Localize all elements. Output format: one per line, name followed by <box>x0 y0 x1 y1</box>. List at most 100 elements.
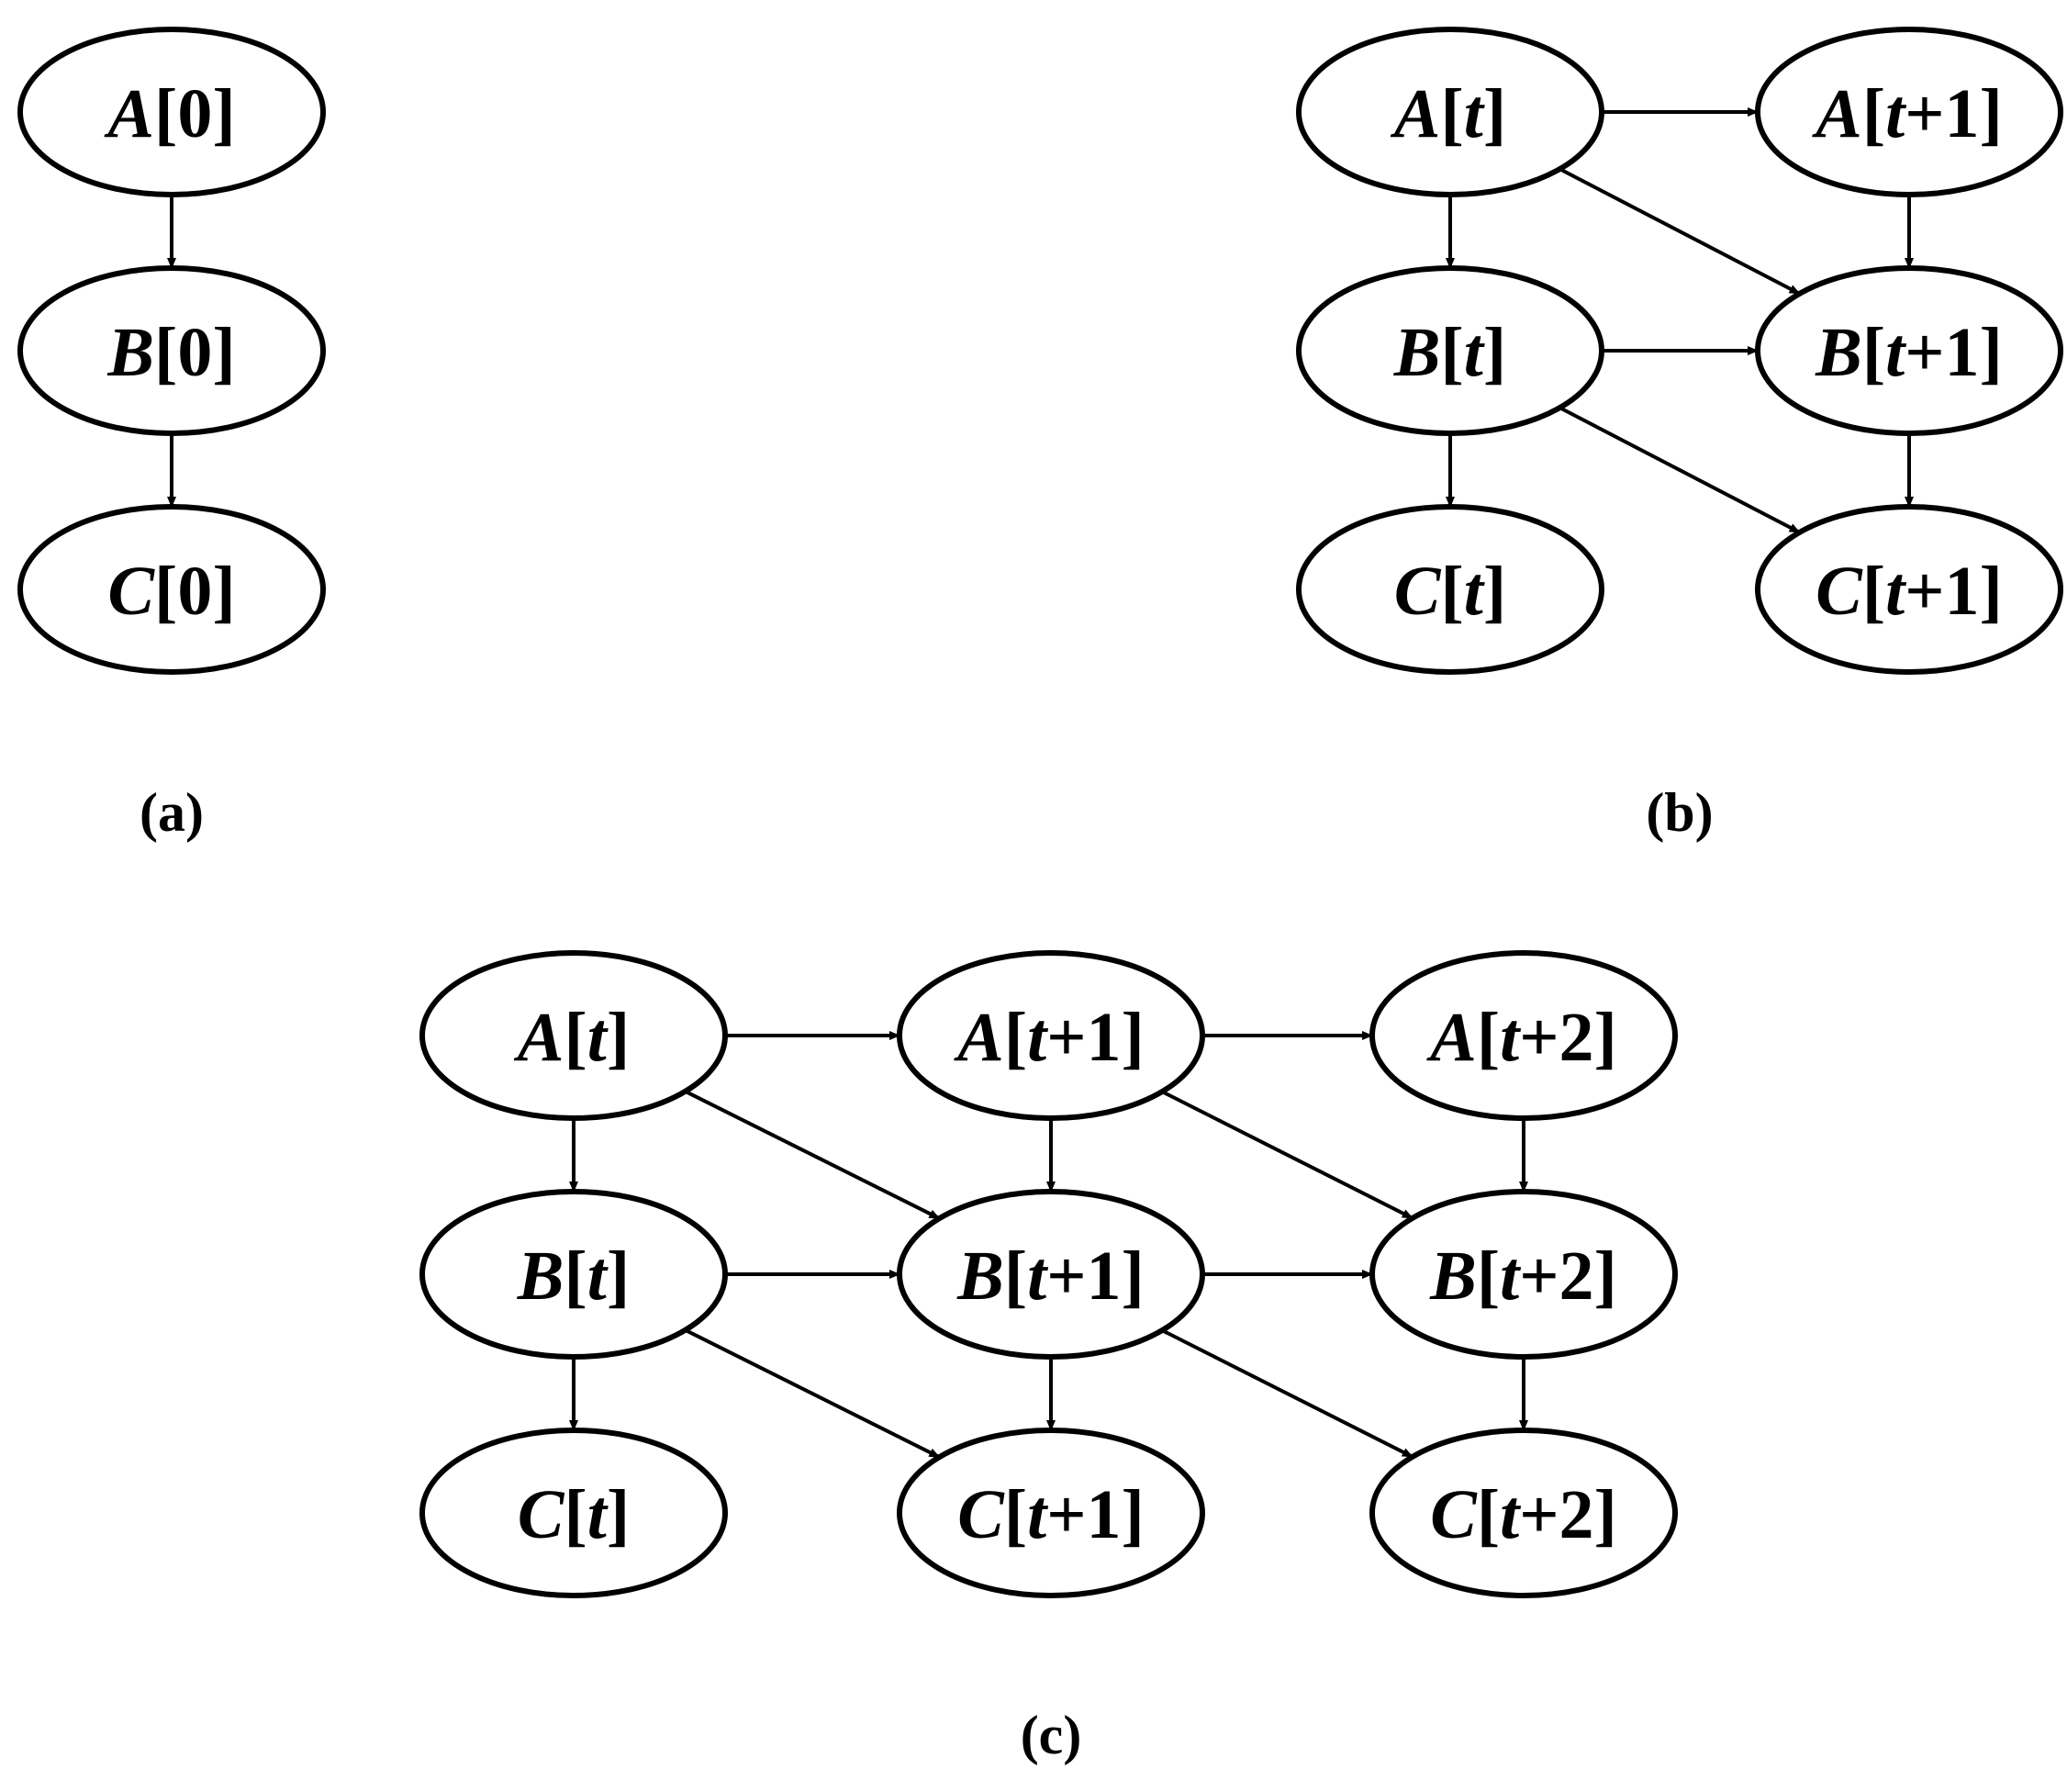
node-label: A[t] <box>1391 75 1506 152</box>
node-label: C[t] <box>518 1476 630 1553</box>
node-label-idx-t: t <box>1885 553 1907 630</box>
node-label-var: B <box>517 1238 564 1315</box>
node-label-idx-post: ] <box>1483 314 1506 391</box>
node-label: B[t+1] <box>956 1238 1145 1315</box>
edge-b-At-to-Bt1 <box>1559 167 1801 296</box>
node-a-A0: A[0] <box>17 27 326 197</box>
node-c-At: A[t] <box>419 950 728 1121</box>
node-label-idx-pre: [ <box>1004 999 1027 1076</box>
node-label: A[t] <box>514 999 630 1076</box>
node-label-idx-pre: [ <box>1862 75 1885 152</box>
node-label-var: A <box>1812 75 1862 152</box>
node-label-idx-t: t <box>1885 75 1907 152</box>
nodes-layer: A[0]B[0]C[0]A[t]B[t]C[t]A[t+1]B[t+1]C[t+… <box>17 27 2063 1598</box>
node-label: C[t+2] <box>1430 1476 1617 1553</box>
node-ellipse <box>1755 504 2063 675</box>
edge-b-Bt-to-Ct1 <box>1559 406 1801 534</box>
node-label-idx-pre: [ <box>1440 553 1463 630</box>
node-ellipse <box>1755 265 2063 436</box>
node-label-idx-pre: [ <box>1004 1476 1027 1553</box>
node-a-B0: B[0] <box>17 265 326 436</box>
node-label-idx-t: t <box>1464 314 1486 391</box>
node-label-var: B <box>1815 314 1862 391</box>
node-label-var: C <box>1816 553 1863 630</box>
node-b-At1: A[t+1] <box>1755 27 2063 197</box>
node-label-idx-t: t <box>1500 1238 1522 1315</box>
node-ellipse <box>1369 1189 1678 1360</box>
node-label-idx-t: t <box>1500 1476 1522 1553</box>
node-label-var: B <box>1393 314 1441 391</box>
node-label-idx-pre: [ <box>1862 553 1885 630</box>
edges-layer <box>167 107 1914 1459</box>
node-label-idx-pre: [ <box>1440 314 1463 391</box>
node-ellipse <box>419 950 728 1121</box>
node-label-idx-post: 0] <box>177 75 235 152</box>
node-b-At: A[t] <box>1296 27 1604 197</box>
node-label-idx-t: t <box>1027 999 1049 1076</box>
node-label-var: C <box>107 553 155 630</box>
node-label-idx-t: t <box>587 999 609 1076</box>
node-label-idx-post: +1] <box>1046 1238 1145 1315</box>
node-label-var: C <box>957 1476 1005 1553</box>
node-a-C0: C[0] <box>17 504 326 675</box>
node-b-Ct1: C[t+1] <box>1755 504 2063 675</box>
node-label-idx-pre: [ <box>154 75 177 152</box>
node-label-idx-t: t <box>1500 999 1522 1076</box>
node-label-idx-pre: [ <box>564 1476 587 1553</box>
node-label: C[t+1] <box>957 1476 1145 1553</box>
node-label-idx-post: +1] <box>1905 314 2003 391</box>
node-label-idx-pre: [ <box>1440 75 1463 152</box>
node-label-var: A <box>104 75 154 152</box>
node-label-idx-pre: [ <box>564 999 587 1076</box>
node-label-idx-t: t <box>1027 1476 1049 1553</box>
node-label-idx-t: t <box>1464 553 1486 630</box>
node-label-idx-pre: [ <box>1477 1476 1500 1553</box>
node-label: B[0] <box>106 314 235 391</box>
node-ellipse <box>17 504 326 675</box>
node-label-idx-post: 0] <box>177 553 235 630</box>
node-label-idx-t: t <box>587 1476 609 1553</box>
node-ellipse <box>1755 27 2063 197</box>
edge-c-Bt1-to-Ct2 <box>1161 1328 1413 1459</box>
node-c-Bt: B[t] <box>419 1189 728 1360</box>
node-label: B[t+2] <box>1429 1238 1617 1315</box>
node-label-idx-pre: [ <box>1862 314 1885 391</box>
node-b-Bt1: B[t+1] <box>1755 265 2063 436</box>
node-label-idx-post: +1] <box>1905 75 2003 152</box>
node-label-idx-pre: [ <box>1004 1238 1027 1315</box>
edge-c-At-to-Bt1 <box>684 1090 941 1220</box>
node-label-idx-post: 0] <box>177 314 235 391</box>
node-label: A[0] <box>104 75 235 152</box>
node-label-idx-post: +2] <box>1519 1476 1617 1553</box>
node-label: C[t+1] <box>1816 553 2003 630</box>
node-b-Bt: B[t] <box>1296 265 1604 436</box>
panel-caption-b: (b) <box>1646 782 1713 843</box>
captions-layer: (a)(b)(c) <box>140 782 1714 1765</box>
node-c-At2: A[t+2] <box>1369 950 1678 1121</box>
node-label-idx-post: ] <box>607 1476 630 1553</box>
node-ellipse <box>419 1428 728 1598</box>
node-ellipse <box>897 950 1205 1121</box>
node-ellipse <box>897 1189 1205 1360</box>
node-ellipse <box>1296 265 1604 436</box>
node-label: C[t] <box>1394 553 1506 630</box>
node-b-Ct: C[t] <box>1296 504 1604 675</box>
node-label-idx-post: +2] <box>1519 1238 1617 1315</box>
node-label: B[t+1] <box>1815 314 2003 391</box>
node-label-idx-post: ] <box>1483 553 1506 630</box>
node-c-Ct2: C[t+2] <box>1369 1428 1678 1598</box>
node-label-idx-post: +1] <box>1046 1476 1145 1553</box>
edge-c-At1-to-Bt2 <box>1161 1090 1413 1220</box>
node-label-var: C <box>518 1476 565 1553</box>
panel-caption-c: (c) <box>1021 1705 1082 1765</box>
node-label-idx-pre: [ <box>1477 999 1500 1076</box>
node-label-idx-pre: [ <box>154 314 177 391</box>
node-label-idx-pre: [ <box>154 553 177 630</box>
node-label-idx-t: t <box>1885 314 1907 391</box>
node-label-idx-t: t <box>1027 1238 1049 1315</box>
node-label-idx-post: ] <box>1483 75 1506 152</box>
node-label-var: B <box>106 314 154 391</box>
node-label: C[0] <box>107 553 235 630</box>
node-label-idx-post: ] <box>607 1238 630 1315</box>
